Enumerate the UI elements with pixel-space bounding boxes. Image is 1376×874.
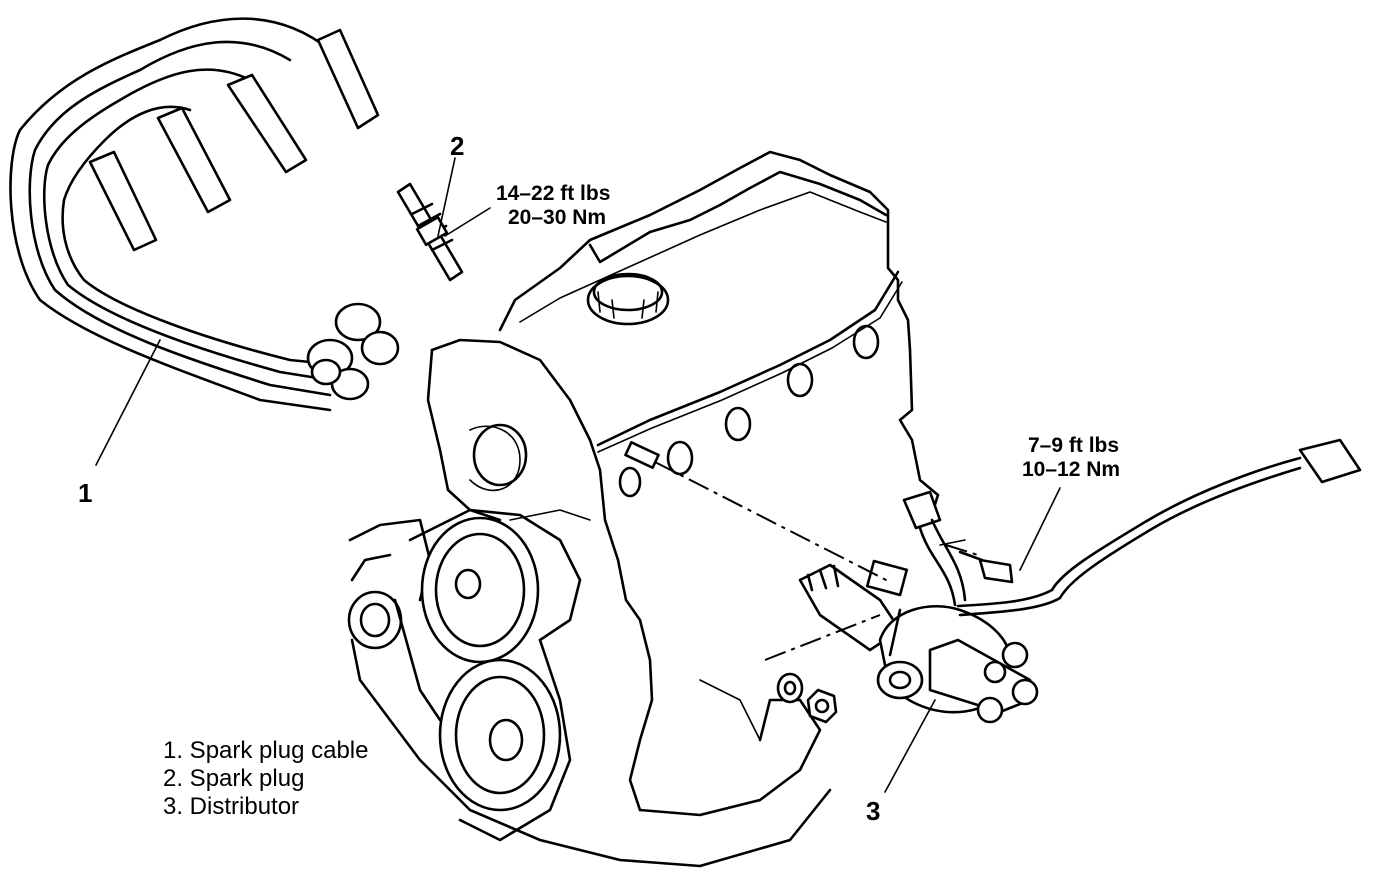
- crank-pulley-assembly: [393, 508, 582, 842]
- legend-item-2: 2. Spark plug: [163, 765, 304, 792]
- spark-plug-torque-ftlbs: 14–22 ft lbs: [496, 182, 610, 205]
- callout-2: 2: [450, 131, 464, 161]
- callout-1: 1: [78, 478, 92, 508]
- legend-item-1: 1. Spark plug cable: [163, 737, 368, 764]
- engine-block: [347, 150, 940, 868]
- legend: 1. Spark plug cable 2. Spark plug 3. Dis…: [163, 737, 368, 820]
- callout-labels: 1 2 3: [78, 131, 880, 826]
- distributor: [624, 438, 1362, 724]
- spark-plug-torque-nm: 20–30 Nm: [508, 206, 606, 229]
- legend-item-3: 3. Distributor: [163, 793, 299, 820]
- distributor-torque-ftlbs: 7–9 ft lbs: [1028, 434, 1119, 457]
- distributor-torque-nm: 10–12 Nm: [1022, 458, 1120, 481]
- callout-3: 3: [866, 796, 880, 826]
- leader-lines: [95, 157, 1061, 793]
- alignment-lines: [654, 461, 979, 661]
- spark-plug-cable-set: [9, 17, 400, 412]
- spark-plug: [396, 182, 464, 282]
- torque-specs: 14–22 ft lbs 20–30 Nm 7–9 ft lbs 10–12 N…: [496, 182, 1120, 481]
